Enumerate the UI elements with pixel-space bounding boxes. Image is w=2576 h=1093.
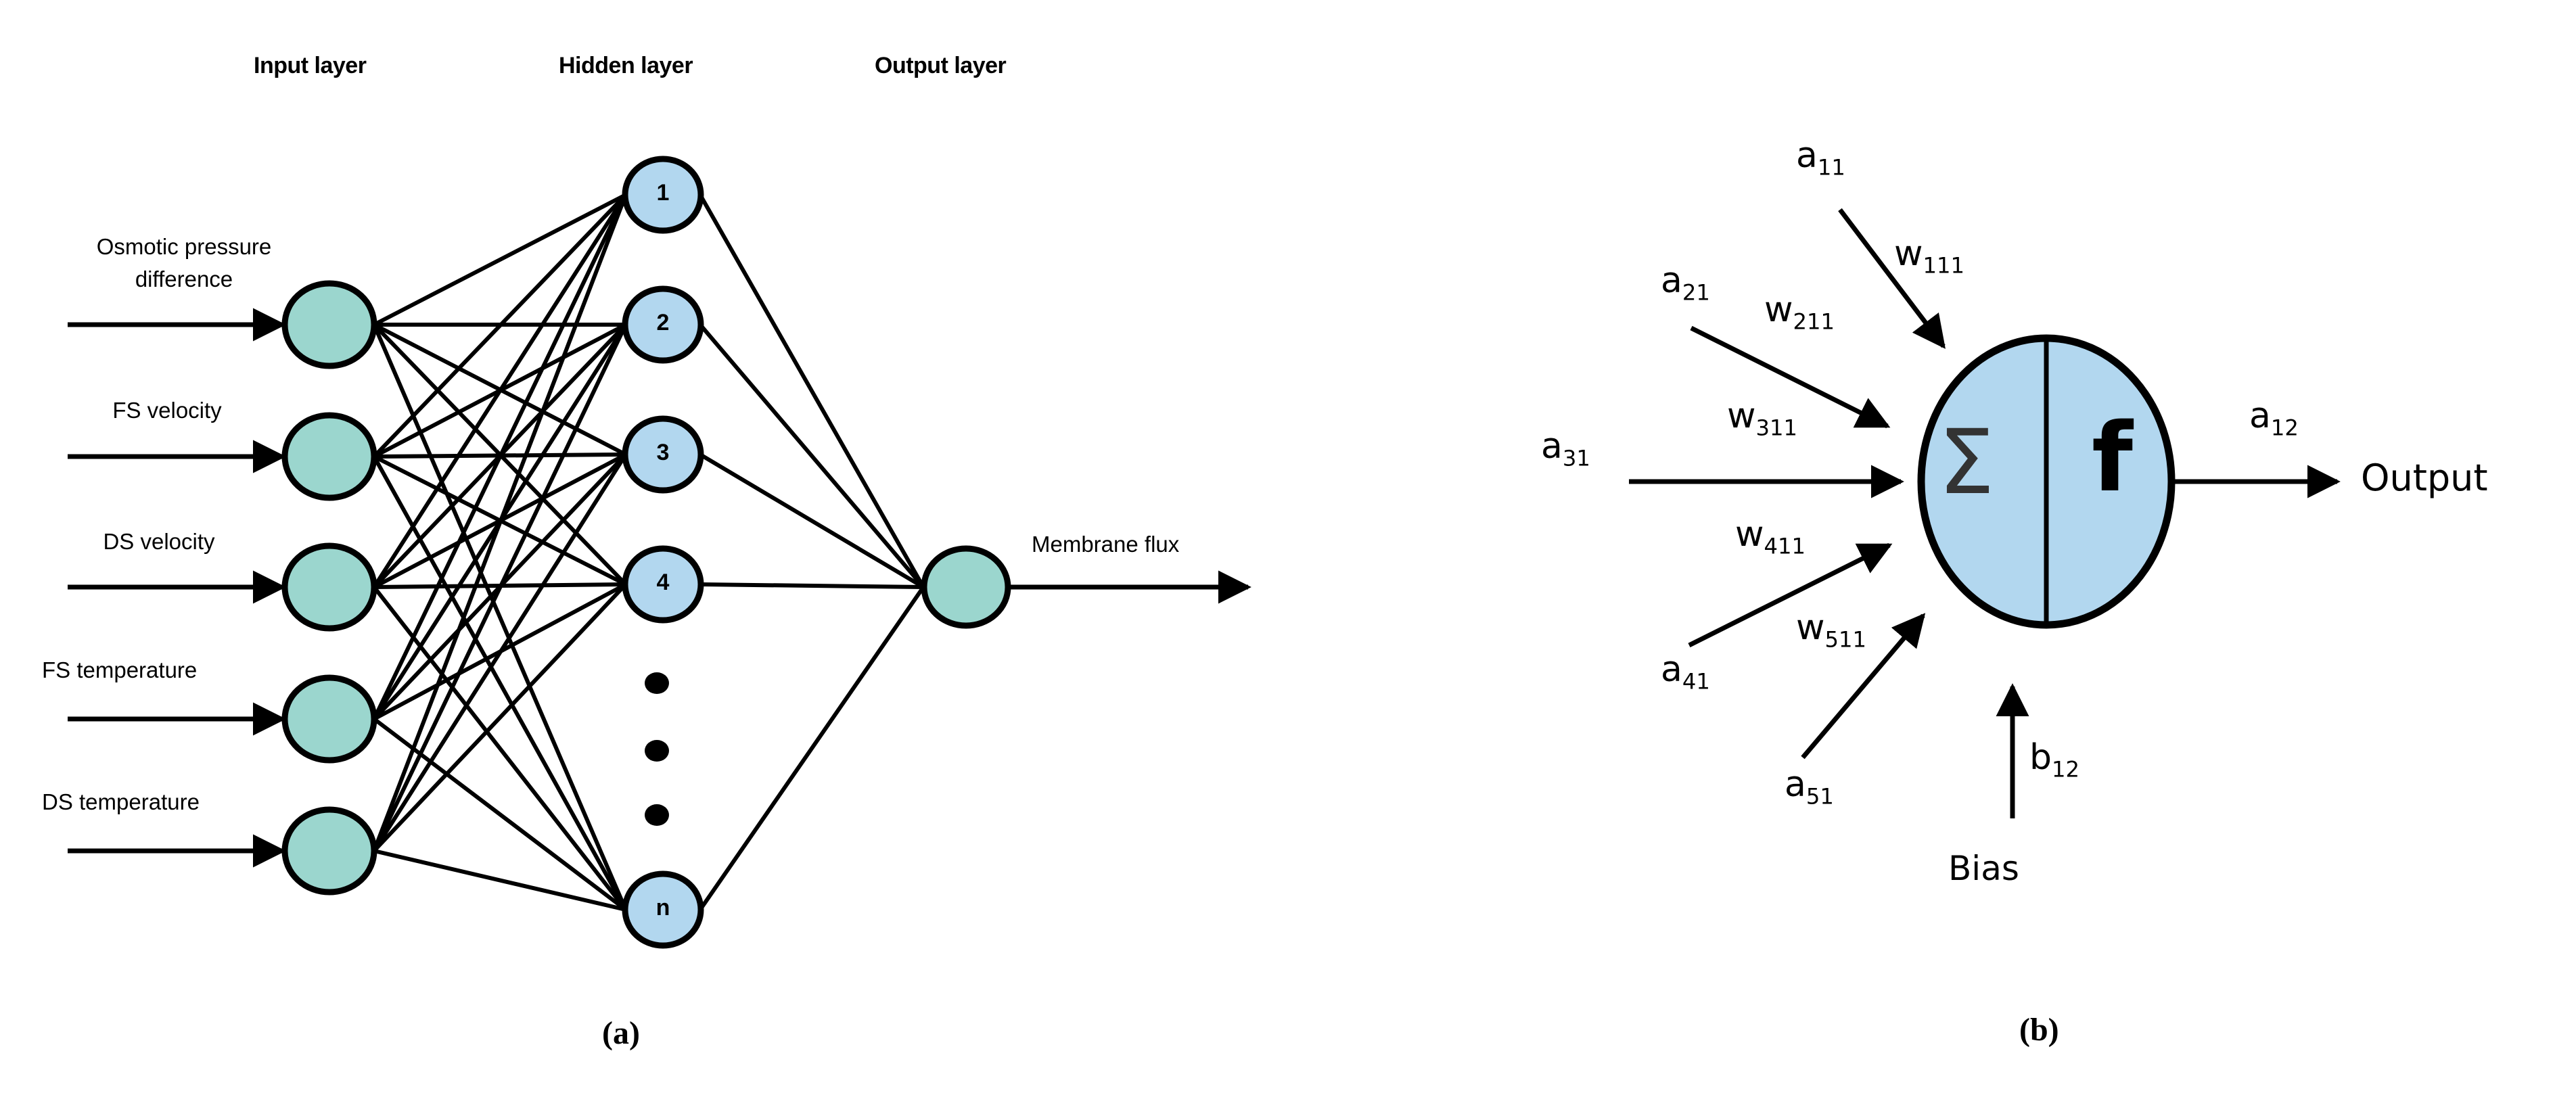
label-b12: b12 [2029,737,2079,782]
output-label-membrane-flux: Membrane flux [1032,532,1180,557]
neuron-input-arrows [1629,208,2029,818]
label-output: Output [2361,457,2488,499]
label-a12-sub: 12 [2270,415,2299,441]
hidden-node-3-label: 3 [656,440,670,465]
layer-title-input: Input layer [254,53,367,78]
hidden-nodes [622,156,704,949]
arrow-a21 [1690,325,1891,429]
input-label-fs-velocity: FS velocity [112,398,222,423]
label-w111-sub: 111 [1923,252,1965,279]
label-w511-symbol: w [1796,607,1825,648]
activation-function-symbol: f [2092,403,2133,513]
hidden-node-1-label: 1 [656,180,670,206]
label-w211: w211 [1764,289,1835,334]
label-a11: a11 [1796,135,1845,180]
label-a41-symbol: a [1661,649,1682,690]
input-label-fs-temperature: FS temperature [42,657,198,682]
label-w411-symbol: w [1735,514,1764,555]
sigma-symbol: Σ [1938,411,1995,515]
layer-title-hidden: Hidden layer [559,53,693,78]
label-w211-symbol: w [1764,289,1793,330]
label-w411-sub: 411 [1764,533,1806,559]
label-a11-symbol: a [1796,135,1818,176]
hidden-ellipsis-dots [645,672,669,826]
label-a41-sub: 41 [1682,668,1710,695]
label-w111-symbol: w [1894,233,1923,274]
label-bias: Bias [1948,849,2019,888]
panel-a-caption: (a) [602,1015,640,1051]
label-a31-sub: 31 [1562,445,1590,471]
label-a21-symbol: a [1661,260,1682,301]
input-label-ds-velocity: DS velocity [103,529,215,554]
label-w511-sub: 511 [1824,626,1867,653]
neuron-body [1917,334,2176,629]
label-w411: w411 [1735,514,1806,559]
hidden-node-n-label: n [656,895,670,921]
label-a21-sub: 21 [1682,279,1710,306]
label-b12-symbol: b [2029,737,2052,778]
label-a31-symbol: a [1541,426,1563,467]
layer-title-output: Output layer [875,53,1007,78]
label-a12-symbol: a [2249,396,2271,436]
label-a51: a51 [1785,764,1834,809]
arrow-a41 [1688,542,1893,648]
input-nodes [281,280,377,896]
label-w311-symbol: w [1727,396,1756,436]
label-b12-sub: 12 [2052,756,2080,783]
output-node [921,545,1011,629]
hidden-node-4-label: 4 [656,569,670,595]
input-hidden-edges [372,193,628,912]
panel-b-caption: (b) [2019,1012,2059,1048]
label-w311: w311 [1727,396,1797,440]
input-label-osmotic-pressure-line2: difference [135,266,233,292]
arrow-a11 [1838,208,1946,349]
label-w311-sub: 311 [1755,415,1798,441]
label-w511: w511 [1796,607,1866,652]
label-a21: a21 [1661,260,1710,305]
label-a41: a41 [1661,649,1710,694]
label-a31: a31 [1541,426,1590,471]
arrow-a51 [1801,613,1926,760]
label-a51-symbol: a [1785,764,1806,805]
input-label-ds-temperature: DS temperature [42,789,200,814]
label-a12: a12 [2249,396,2299,440]
label-a51-sub: 51 [1806,783,1834,810]
label-w111: w111 [1894,233,1964,278]
hidden-node-2-label: 2 [656,310,670,335]
input-arrows [68,308,286,868]
input-label-osmotic-pressure-line1: Osmotic pressure [96,234,272,259]
label-w211-sub: 211 [1793,308,1835,335]
hidden-output-edges [698,193,925,911]
label-a11-sub: 11 [1817,154,1845,181]
